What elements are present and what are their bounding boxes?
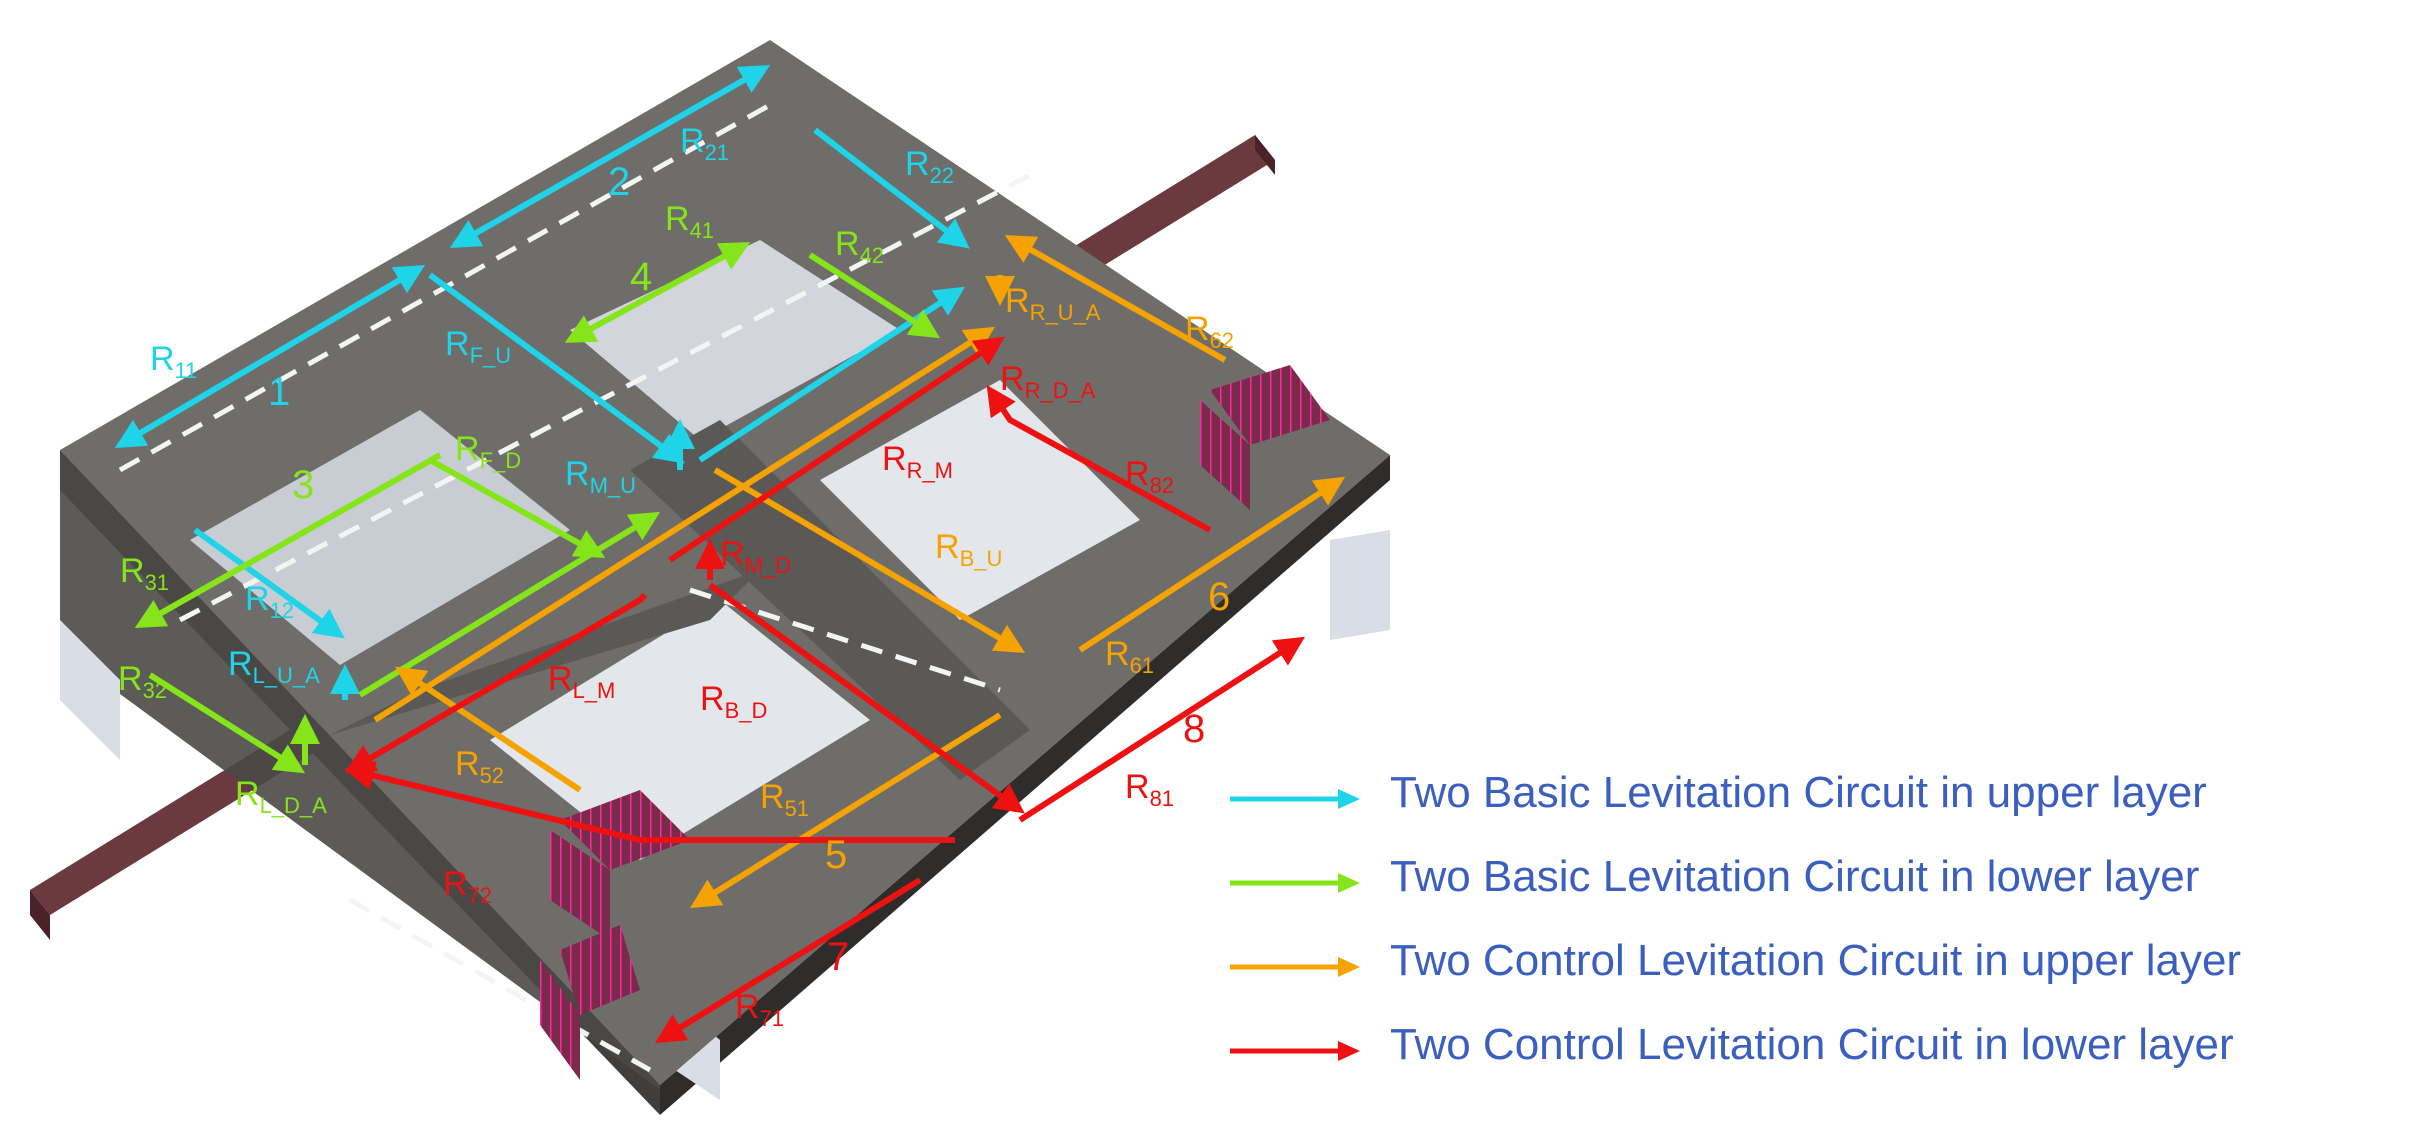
arrow-r31: [134, 452, 442, 628]
arrow-rl-m: [344, 592, 648, 774]
label-r52: R52: [455, 745, 504, 788]
arrow-r42: [808, 252, 941, 339]
legend-item-green: Two Basic Levitation Circuit in lower la…: [1230, 844, 2420, 928]
arrow-r61: [1078, 476, 1346, 653]
label-r11: R11: [150, 340, 197, 383]
arrow-r81: [1018, 636, 1306, 823]
arrow-rr-m: [668, 336, 1005, 563]
arrow-r22: [813, 127, 970, 249]
label-rm-u: RM_U: [565, 455, 636, 498]
green-arrow-icon: [1230, 873, 1360, 893]
legend: Two Basic Levitation Circuit in upper la…: [1230, 760, 2420, 1096]
arrow-r71: [654, 877, 922, 1044]
arrow-rf-d: [428, 457, 606, 558]
label-rl-u-a: RL_U_A: [228, 645, 320, 688]
legend-label: Two Control Levitation Circuit in upper …: [1390, 936, 2242, 985]
legend-item-cyan: Two Basic Levitation Circuit in upper la…: [1230, 760, 2420, 844]
label-r81: R81: [1125, 768, 1174, 811]
label-r72: R72: [443, 865, 492, 908]
label-r51: R51: [760, 778, 809, 821]
legend-label: Two Basic Levitation Circuit in upper la…: [1390, 768, 2207, 817]
label-rb-d: RB_D: [700, 680, 767, 723]
legend-item-orange: Two Control Levitation Circuit in upper …: [1230, 928, 2420, 1012]
cyan-arrow-icon: [1230, 789, 1360, 809]
number-8: 8: [1183, 707, 1205, 751]
arrow-r62: [1004, 235, 1227, 363]
legend-item-red: Two Control Levitation Circuit in lower …: [1230, 1012, 2420, 1096]
region-numbers: 1 2 3 4 5 6 7 8: [268, 160, 1230, 979]
orange-circuit-arrows: [373, 235, 1346, 909]
label-rm-d: RM_D: [720, 535, 791, 578]
label-rr-u-a: RR_U_A: [1005, 282, 1101, 325]
red-circuit-arrows: [344, 336, 1306, 1044]
label-r82: R82: [1125, 455, 1174, 498]
arrow-rr-d-a: [986, 385, 1212, 533]
label-r21: R21: [680, 122, 729, 165]
label-r41: R41: [665, 200, 714, 243]
label-r62: R62: [1185, 310, 1234, 353]
label-r22: R22: [905, 145, 954, 188]
arrow-r51: [689, 712, 1002, 909]
orange-arrow-icon: [1230, 957, 1360, 977]
arrow-r72: [344, 761, 955, 843]
arrow-r11: [114, 264, 426, 449]
label-rf-u: RF_U: [445, 325, 511, 368]
arrow-r32: [148, 672, 306, 774]
label-r12: R12: [245, 580, 294, 623]
circuit-labels: R11 R21 R22 R41 R42 RF_U RF_D RM_U RM_D …: [118, 122, 1234, 1031]
label-r71: R71: [735, 988, 784, 1031]
label-r32: R32: [118, 660, 167, 703]
number-5: 5: [825, 833, 847, 877]
green-circuit-arrows: [134, 242, 941, 774]
arrow-r41: [564, 242, 751, 343]
number-7: 7: [827, 935, 849, 979]
label-r31: R31: [120, 552, 169, 595]
label-rr-m: RR_M: [882, 440, 953, 483]
label-rb-u: RB_U: [935, 528, 1002, 571]
red-arrow-icon: [1230, 1041, 1360, 1061]
arrow-rf-u: [428, 272, 685, 464]
arrow-upper-center: [373, 326, 996, 723]
legend-label: Two Control Levitation Circuit in lower …: [1390, 1020, 2234, 1069]
label-rr-d-a: RR_D_A: [1000, 360, 1096, 403]
number-1: 1: [268, 370, 290, 414]
label-rf-d: RF_D: [455, 430, 521, 473]
arrow-r52: [395, 666, 582, 793]
number-3: 3: [292, 463, 314, 507]
arrow-lower-center: [358, 511, 661, 698]
number-6: 6: [1208, 575, 1230, 619]
legend-label: Two Basic Levitation Circuit in lower la…: [1390, 852, 2200, 901]
label-r42: R42: [835, 225, 884, 268]
label-r61: R61: [1105, 635, 1154, 678]
label-rl-m: RL_M: [548, 660, 615, 703]
arrow-rb-u: [713, 467, 1026, 654]
number-2: 2: [608, 160, 630, 204]
arrow-r12: [193, 527, 345, 639]
arrow-rb-d: [708, 582, 1025, 814]
number-4: 4: [630, 255, 652, 299]
label-rl-d-a: RL_D_A: [235, 775, 327, 818]
coil-blocks: [540, 365, 1330, 1080]
arrow-r21: [449, 65, 771, 248]
